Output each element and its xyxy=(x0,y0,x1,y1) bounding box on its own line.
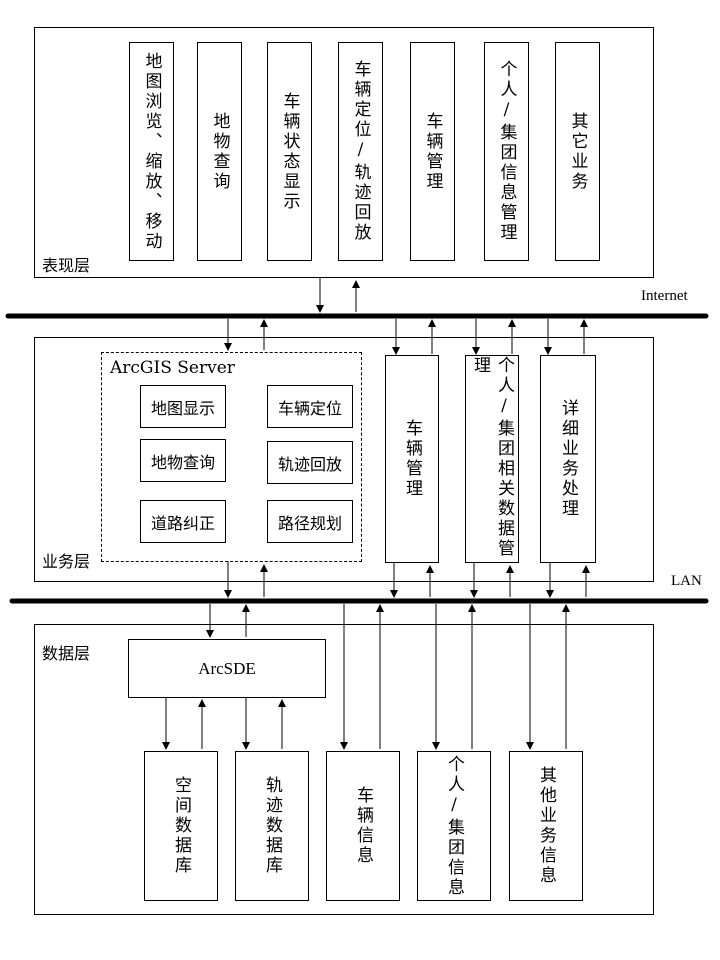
module-feature-query: 地物查询 xyxy=(197,42,242,261)
arcsde-box: ArcSDE xyxy=(128,639,326,698)
internet-label: Internet xyxy=(641,288,688,304)
module-vehicle-status: 车辆状态显示 xyxy=(267,42,312,261)
biz-detailed-processing: 详细业务处理 xyxy=(540,355,596,563)
arcgis-server-title: ArcGIS Server xyxy=(110,358,235,378)
biz-personal-group-data: 个人/集团相关数据管理 xyxy=(465,355,519,563)
fn-map-display: 地图显示 xyxy=(140,385,226,428)
module-vehicle-locate-playback: 车辆定位/轨迹回放 xyxy=(338,42,383,261)
fn-track-playback: 轨迹回放 xyxy=(267,441,353,484)
business-layer xyxy=(34,337,654,582)
data-layer-label: 数据层 xyxy=(42,644,91,663)
arcgis-server-group xyxy=(101,352,362,562)
fn-road-correction: 道路纠正 xyxy=(140,500,226,543)
module-other-business: 其它业务 xyxy=(555,42,600,261)
fn-feature-query: 地物查询 xyxy=(140,439,226,482)
module-vehicle-management: 车辆管理 xyxy=(410,42,455,261)
lan-label: LAN xyxy=(671,573,702,589)
module-map-browse: 地图浏览、缩放、移动 xyxy=(129,42,174,261)
module-personal-group-info: 个人/集团信息管理 xyxy=(484,42,529,261)
store-spatial-db: 空间数据库 xyxy=(144,751,218,901)
fn-vehicle-locate: 车辆定位 xyxy=(267,385,353,428)
data-layer xyxy=(34,624,654,915)
store-personal-group-info: 个人/集团信息 xyxy=(417,751,491,901)
presentation-layer xyxy=(34,27,654,278)
business-layer-label: 业务层 xyxy=(42,552,91,571)
biz-vehicle-management: 车辆管理 xyxy=(385,355,439,563)
store-vehicle-info: 车辆信息 xyxy=(326,751,400,901)
store-other-business-info: 其他业务信息 xyxy=(509,751,583,901)
fn-route-planning: 路径规划 xyxy=(267,500,353,543)
store-track-db: 轨迹数据库 xyxy=(235,751,309,901)
presentation-layer-label: 表现层 xyxy=(42,256,91,275)
